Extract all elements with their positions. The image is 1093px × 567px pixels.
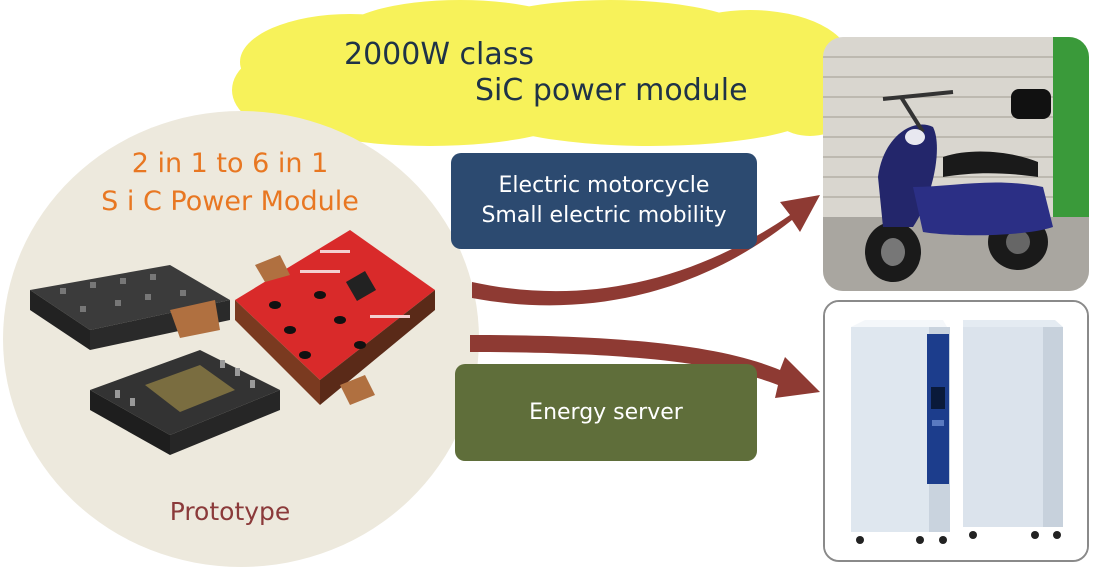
energy-server-photo <box>823 300 1089 562</box>
red-pcb-module-image <box>235 230 435 405</box>
cloud-title-line1: 2000W class <box>344 37 535 72</box>
dark-module-bottom-image <box>90 350 280 455</box>
prototype-caption: Prototype <box>169 497 291 526</box>
application-box-motorcycle: Electric motorcycle Small electric mobil… <box>451 153 757 249</box>
module-title-line2: S i C Power Module <box>101 186 359 217</box>
module-title-line1: 2 in 1 to 6 in 1 <box>131 148 329 179</box>
motorcycle-photo <box>823 37 1089 291</box>
arrow-to-energy-server <box>470 335 820 398</box>
application-label-motorcycle-line2: Small electric mobility <box>481 203 727 228</box>
module-images <box>30 230 435 455</box>
application-label-motorcycle-line1: Electric motorcycle <box>498 173 710 199</box>
application-box-energy-server: Energy server <box>455 364 757 461</box>
application-label-energy-server: Energy server <box>529 399 683 425</box>
arrow-to-motorcycle <box>472 195 820 306</box>
dark-module-left-image <box>30 265 230 350</box>
cloud-title-line2: SiC power module <box>475 73 748 108</box>
